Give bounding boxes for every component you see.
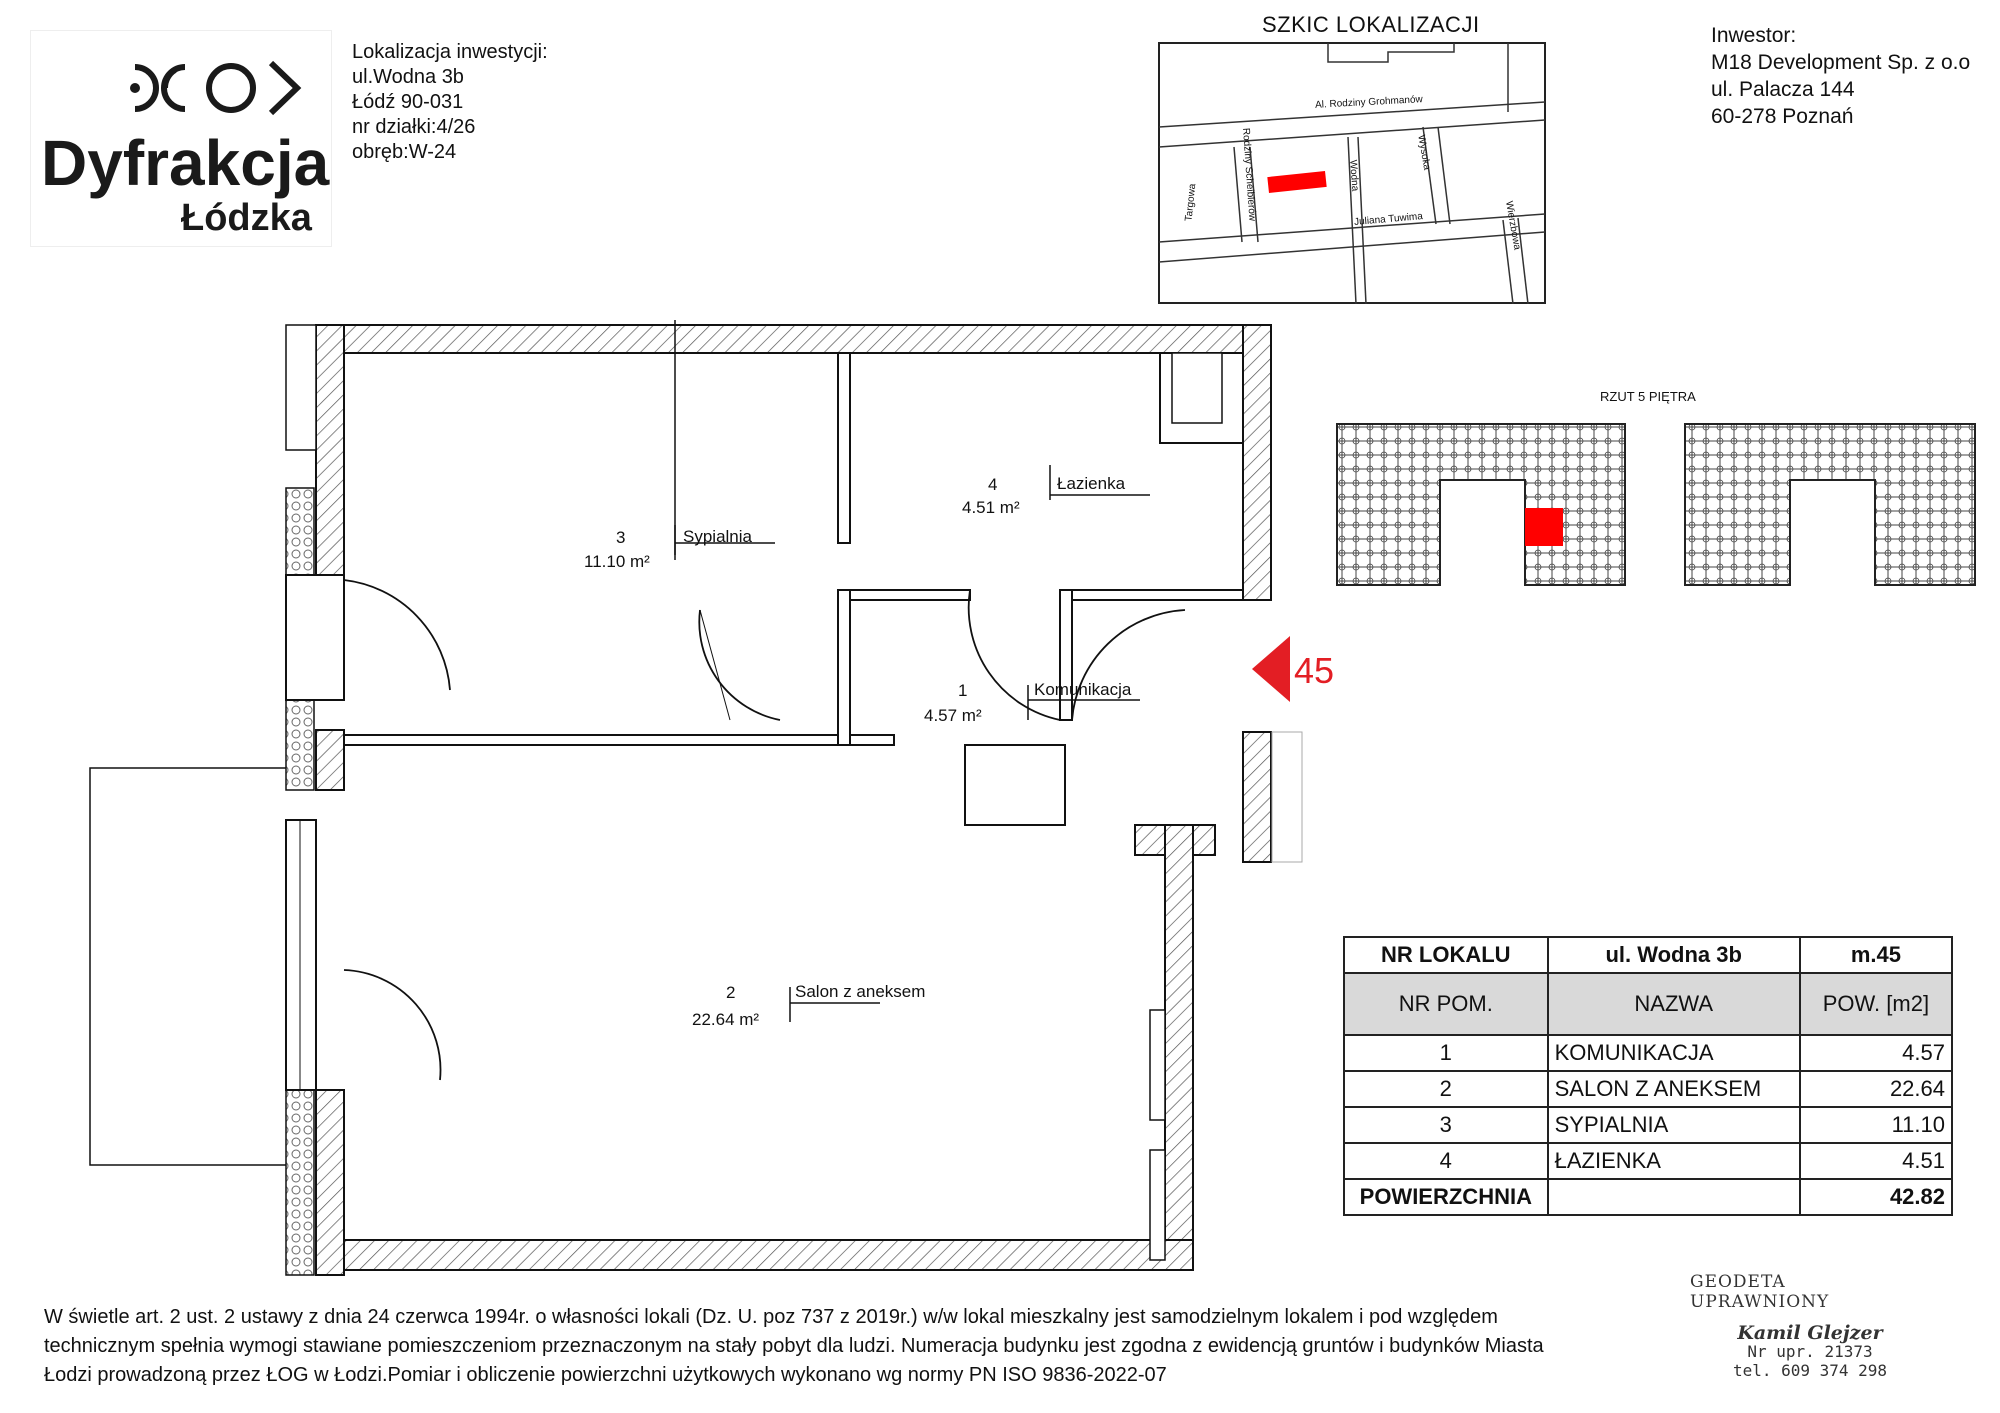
room-number-cell: 1 (1343, 1034, 1549, 1072)
floor-plan-title: RZUT 5 PIĘTRA (1600, 389, 1696, 404)
room-name-cell: SALON Z ANEKSEM (1546, 1070, 1801, 1108)
room-area: 22.64 m² (692, 1010, 760, 1029)
logo-mark-icon (130, 60, 302, 116)
room-number: 2 (726, 983, 736, 1002)
room-name: Sypialnia (683, 527, 752, 546)
unit-marker-arrow-icon (1252, 636, 1290, 702)
table-row: 2 SALON Z ANEKSEM 22.64 (1343, 1070, 1954, 1108)
floor-key-plan (1335, 420, 1985, 590)
unit-number: 45 (1294, 650, 1335, 691)
logo: Dyfrakcja Łódzka (30, 30, 332, 247)
room-name: Komunikacja (1034, 680, 1132, 699)
map-title: SZKIC LOKALIZACJI (1262, 12, 1480, 37)
unit-label-cell: NR LOKALU (1343, 936, 1549, 974)
total-value-cell: 42.82 (1798, 1178, 1954, 1216)
logo-subtitle: Łódzka (181, 197, 312, 239)
table-row: 3 SYPIALNIA 11.10 (1343, 1106, 1954, 1144)
room-area: 11.10 m² (584, 552, 650, 571)
logo-wordmark: Dyfrakcja (41, 127, 330, 199)
room-name: Łazienka (1057, 474, 1126, 493)
area-summary-table: NR LOKALU ul. Wodna 3b m.45 NR POM. NAZW… (1343, 936, 1954, 1216)
location-city: Łódź 90-031 (352, 91, 464, 113)
investor-heading: Inwestor: (1711, 24, 1797, 47)
apartment-floor-plan: 3 Sypialnia 11.10 m² 4 Łazienka 4.51 m² … (50, 320, 1350, 1290)
room-number-cell: 2 (1343, 1070, 1549, 1108)
location-precinct: obręb:W-24 (352, 141, 457, 163)
room-area: 4.51 m² (962, 498, 1020, 517)
room-number: 3 (616, 528, 626, 547)
room-number-cell: 3 (1343, 1106, 1549, 1144)
room-name-cell: SYPIALNIA (1546, 1106, 1801, 1144)
floor-unit-highlight (1525, 508, 1563, 546)
location-info: Lokalizacja inwestycji: ul.Wodna 3b Łódź… (352, 40, 548, 165)
table-row: 1 KOMUNIKACJA 4.57 (1343, 1034, 1954, 1072)
room-area: 4.57 m² (924, 706, 982, 725)
location-street: ul.Wodna 3b (352, 66, 464, 88)
location-plot: nr działki:4/26 (352, 116, 476, 138)
column-header: NAZWA (1546, 972, 1801, 1036)
location-map: Al. Rodziny Grohmanów Rodziny Scheibleró… (1158, 42, 1546, 305)
room-name: Salon z aneksem (795, 982, 926, 1001)
address-cell: ul. Wodna 3b (1546, 936, 1801, 974)
legal-line: W świetle art. 2 ust. 2 ustawy z dnia 24… (44, 1306, 1498, 1328)
investor-city: 60-278 Poznań (1711, 105, 1854, 128)
investor-company: M18 Development Sp. z o.o (1711, 51, 1971, 74)
investor-info: Inwestor: M18 Development Sp. z o.o ul. … (1711, 22, 1970, 130)
table-total-row: POWIERZCHNIA 42.82 (1343, 1178, 1954, 1216)
surveyor-stamp: GEODETA UPRAWNIONY Kamil Glejzer Nr upr.… (1690, 1272, 1930, 1380)
stamp-phone: tel. 609 374 298 (1732, 1361, 1888, 1380)
table-row: 4 ŁAZIENKA 4.51 (1343, 1142, 1954, 1180)
stamp-title: GEODETA UPRAWNIONY (1690, 1272, 1830, 1312)
legal-line: technicznym spełnia wymogi stawiane pomi… (44, 1335, 1544, 1357)
stamp-license: Nr upr. 21373 (1747, 1342, 1873, 1361)
room-number-cell: 4 (1343, 1142, 1549, 1180)
investor-street: ul. Palacza 144 (1711, 78, 1855, 101)
column-header: NR POM. (1343, 972, 1549, 1036)
total-empty-cell (1546, 1178, 1801, 1216)
table-columns-row: NR POM. NAZWA POW. [m2] (1343, 972, 1954, 1036)
room-area-cell: 11.10 (1798, 1106, 1954, 1144)
room-number: 1 (958, 681, 968, 700)
legal-line: Łodzi prowadzoną przez ŁOG w Łodzi.Pomia… (44, 1364, 1167, 1386)
map-street-label: Wodna (1347, 159, 1361, 192)
room-area-cell: 4.57 (1798, 1034, 1954, 1072)
stamp-name: Kamil Glejzer (1737, 1322, 1883, 1344)
room-number: 4 (988, 475, 998, 494)
total-label-cell: POWIERZCHNIA (1343, 1178, 1549, 1216)
map-building-highlight (1267, 171, 1327, 193)
column-header: POW. [m2] (1798, 972, 1954, 1036)
room-name-cell: KOMUNIKACJA (1546, 1034, 1801, 1072)
unit-id-cell: m.45 (1798, 936, 1954, 974)
location-heading: Lokalizacja inwestycji: (352, 41, 548, 63)
room-name-cell: ŁAZIENKA (1546, 1142, 1801, 1180)
room-area-cell: 22.64 (1798, 1070, 1954, 1108)
legal-statement: W świetle art. 2 ust. 2 ustawy z dnia 24… (44, 1303, 1684, 1390)
room-area-cell: 4.51 (1798, 1142, 1954, 1180)
table-header-row: NR LOKALU ul. Wodna 3b m.45 (1343, 936, 1954, 974)
